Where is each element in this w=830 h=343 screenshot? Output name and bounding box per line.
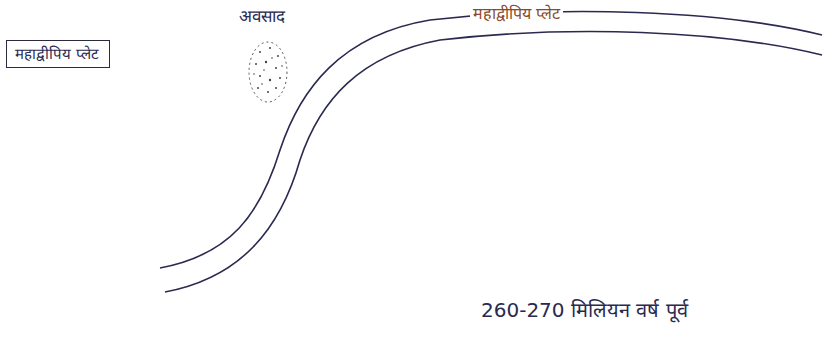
plate-box: महाद्वीपिय प्लेट — [6, 40, 110, 68]
plate-lower-edge — [165, 32, 822, 292]
plate-label: महाद्वीपिय प्लेट — [470, 2, 563, 24]
age-label: 260-270 मिलियन वर्ष पूर्व — [478, 296, 691, 323]
box-text: महाद्वीपिय प्लेट — [15, 43, 101, 63]
sediment-label: अवसाद — [236, 4, 288, 27]
sediment-blob — [249, 42, 287, 102]
plate-upper-edge — [160, 12, 822, 268]
